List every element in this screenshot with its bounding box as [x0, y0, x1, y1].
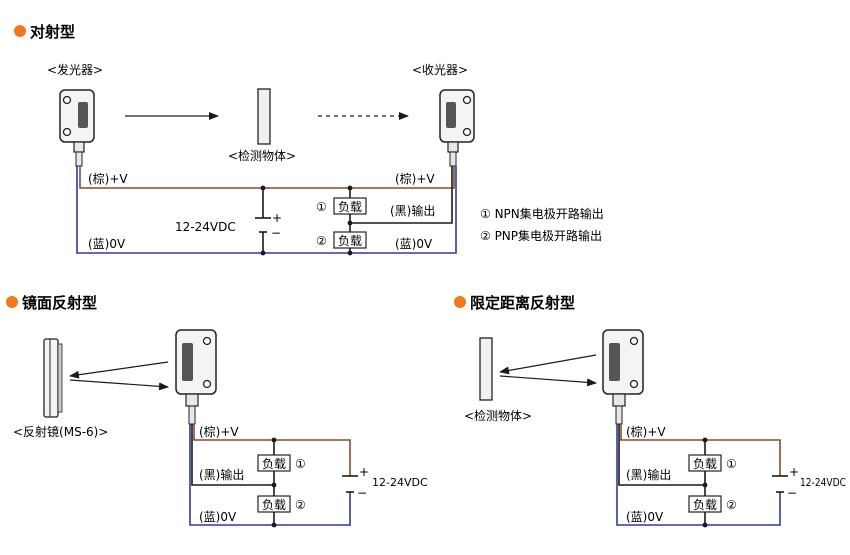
supply-plus: + — [789, 465, 799, 479]
receiver-label: <收光器> — [412, 63, 468, 77]
pnp-mark: ② — [295, 498, 306, 512]
load-label: 负载 — [693, 498, 717, 512]
black-wire-label: (黑)输出 — [390, 203, 435, 218]
blue-wire-label: (蓝)0V — [626, 510, 664, 524]
load-box — [257, 495, 291, 513]
detected-object — [479, 337, 493, 401]
brown-wire-label: (棕)+V — [88, 171, 128, 186]
pnp-mark: ② — [726, 498, 737, 512]
reflected-beam-arrow — [499, 375, 597, 387]
detected-object — [257, 88, 271, 145]
supply-plus: + — [359, 465, 369, 479]
load-box — [257, 454, 291, 472]
section-bullet-icon — [454, 296, 466, 308]
pnp-mark: ② — [316, 234, 327, 248]
brown-wire-label: (棕)+V — [199, 424, 239, 439]
limited-wiring — [616, 424, 788, 528]
blue-wire-label: (蓝)0V — [88, 237, 126, 251]
mirror-wiring — [189, 424, 358, 528]
pnp-note: ② PNP集电极开路输出 — [480, 228, 602, 243]
supply-plus: + — [272, 211, 282, 225]
object-label: <检测物体> — [228, 148, 296, 163]
receiver-sensor-icon — [439, 89, 475, 167]
object-label: <检测物体> — [464, 408, 532, 423]
blue-wire-label: (蓝)0V — [395, 237, 433, 251]
npn-mark: ① — [316, 200, 327, 214]
section-title-limited: 限定距离反射型 — [470, 294, 575, 312]
emitter-label: <发光器> — [47, 62, 103, 77]
supply-voltage-label: 12-24VDC — [372, 476, 428, 489]
section-title-mirror: 镜面反射型 — [22, 294, 97, 312]
section-bullet-icon — [6, 296, 18, 308]
npn-note: ① NPN集电极开路输出 — [480, 206, 604, 221]
load-box — [333, 197, 367, 215]
load-label: 负载 — [338, 200, 362, 214]
black-wire-label: (黑)输出 — [626, 467, 671, 482]
npn-mark: ① — [726, 457, 737, 471]
brown-wire-label: (棕)+V — [626, 424, 666, 439]
emitted-beam-arrow — [499, 354, 597, 375]
load-label: 负载 — [693, 457, 717, 471]
reflector-label: <反射镜(MS-6)> — [13, 424, 108, 439]
blue-wire-label: (蓝)0V — [199, 510, 237, 524]
thru-beam-wiring — [76, 166, 457, 256]
supply-minus: − — [271, 226, 281, 240]
load-box — [688, 454, 722, 472]
mirror-sensor-icon — [175, 329, 217, 425]
brown-wire-label: (棕)+V — [395, 171, 435, 186]
reflected-beam-arrow — [69, 379, 169, 391]
load-label: 负载 — [262, 457, 286, 471]
load-label: 负载 — [262, 498, 286, 512]
load-box — [333, 231, 367, 249]
supply-voltage-label: 12-24VDC — [175, 220, 236, 234]
supply-minus: − — [787, 486, 797, 500]
load-label: 负载 — [338, 234, 362, 248]
emitter-sensor-icon — [59, 89, 95, 167]
black-wire-label: (黑)输出 — [199, 467, 244, 482]
section-bullet-icon — [14, 25, 26, 37]
supply-minus: − — [357, 486, 367, 500]
section-title-thru-beam: 对射型 — [30, 23, 75, 41]
supply-voltage-label: 12-24VDC — [800, 476, 846, 489]
npn-mark: ① — [295, 457, 306, 471]
reflector-icon — [43, 338, 63, 418]
limited-sensor-icon — [602, 329, 644, 425]
load-box — [688, 495, 722, 513]
emitted-beam-arrow — [69, 361, 169, 379]
